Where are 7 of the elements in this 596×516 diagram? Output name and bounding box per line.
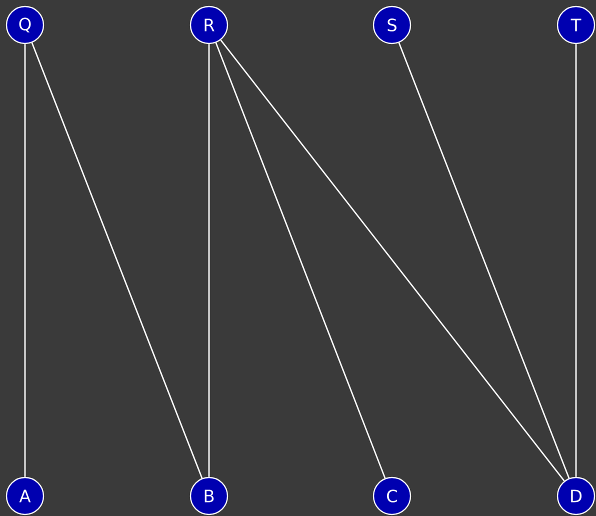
edge-line	[208, 44, 210, 477]
edge-line	[575, 44, 577, 477]
edge-line	[24, 44, 26, 477]
edge-line	[215, 42, 386, 478]
edge-line	[31, 42, 203, 478]
edge-line	[220, 40, 565, 482]
edge-line	[398, 42, 570, 478]
